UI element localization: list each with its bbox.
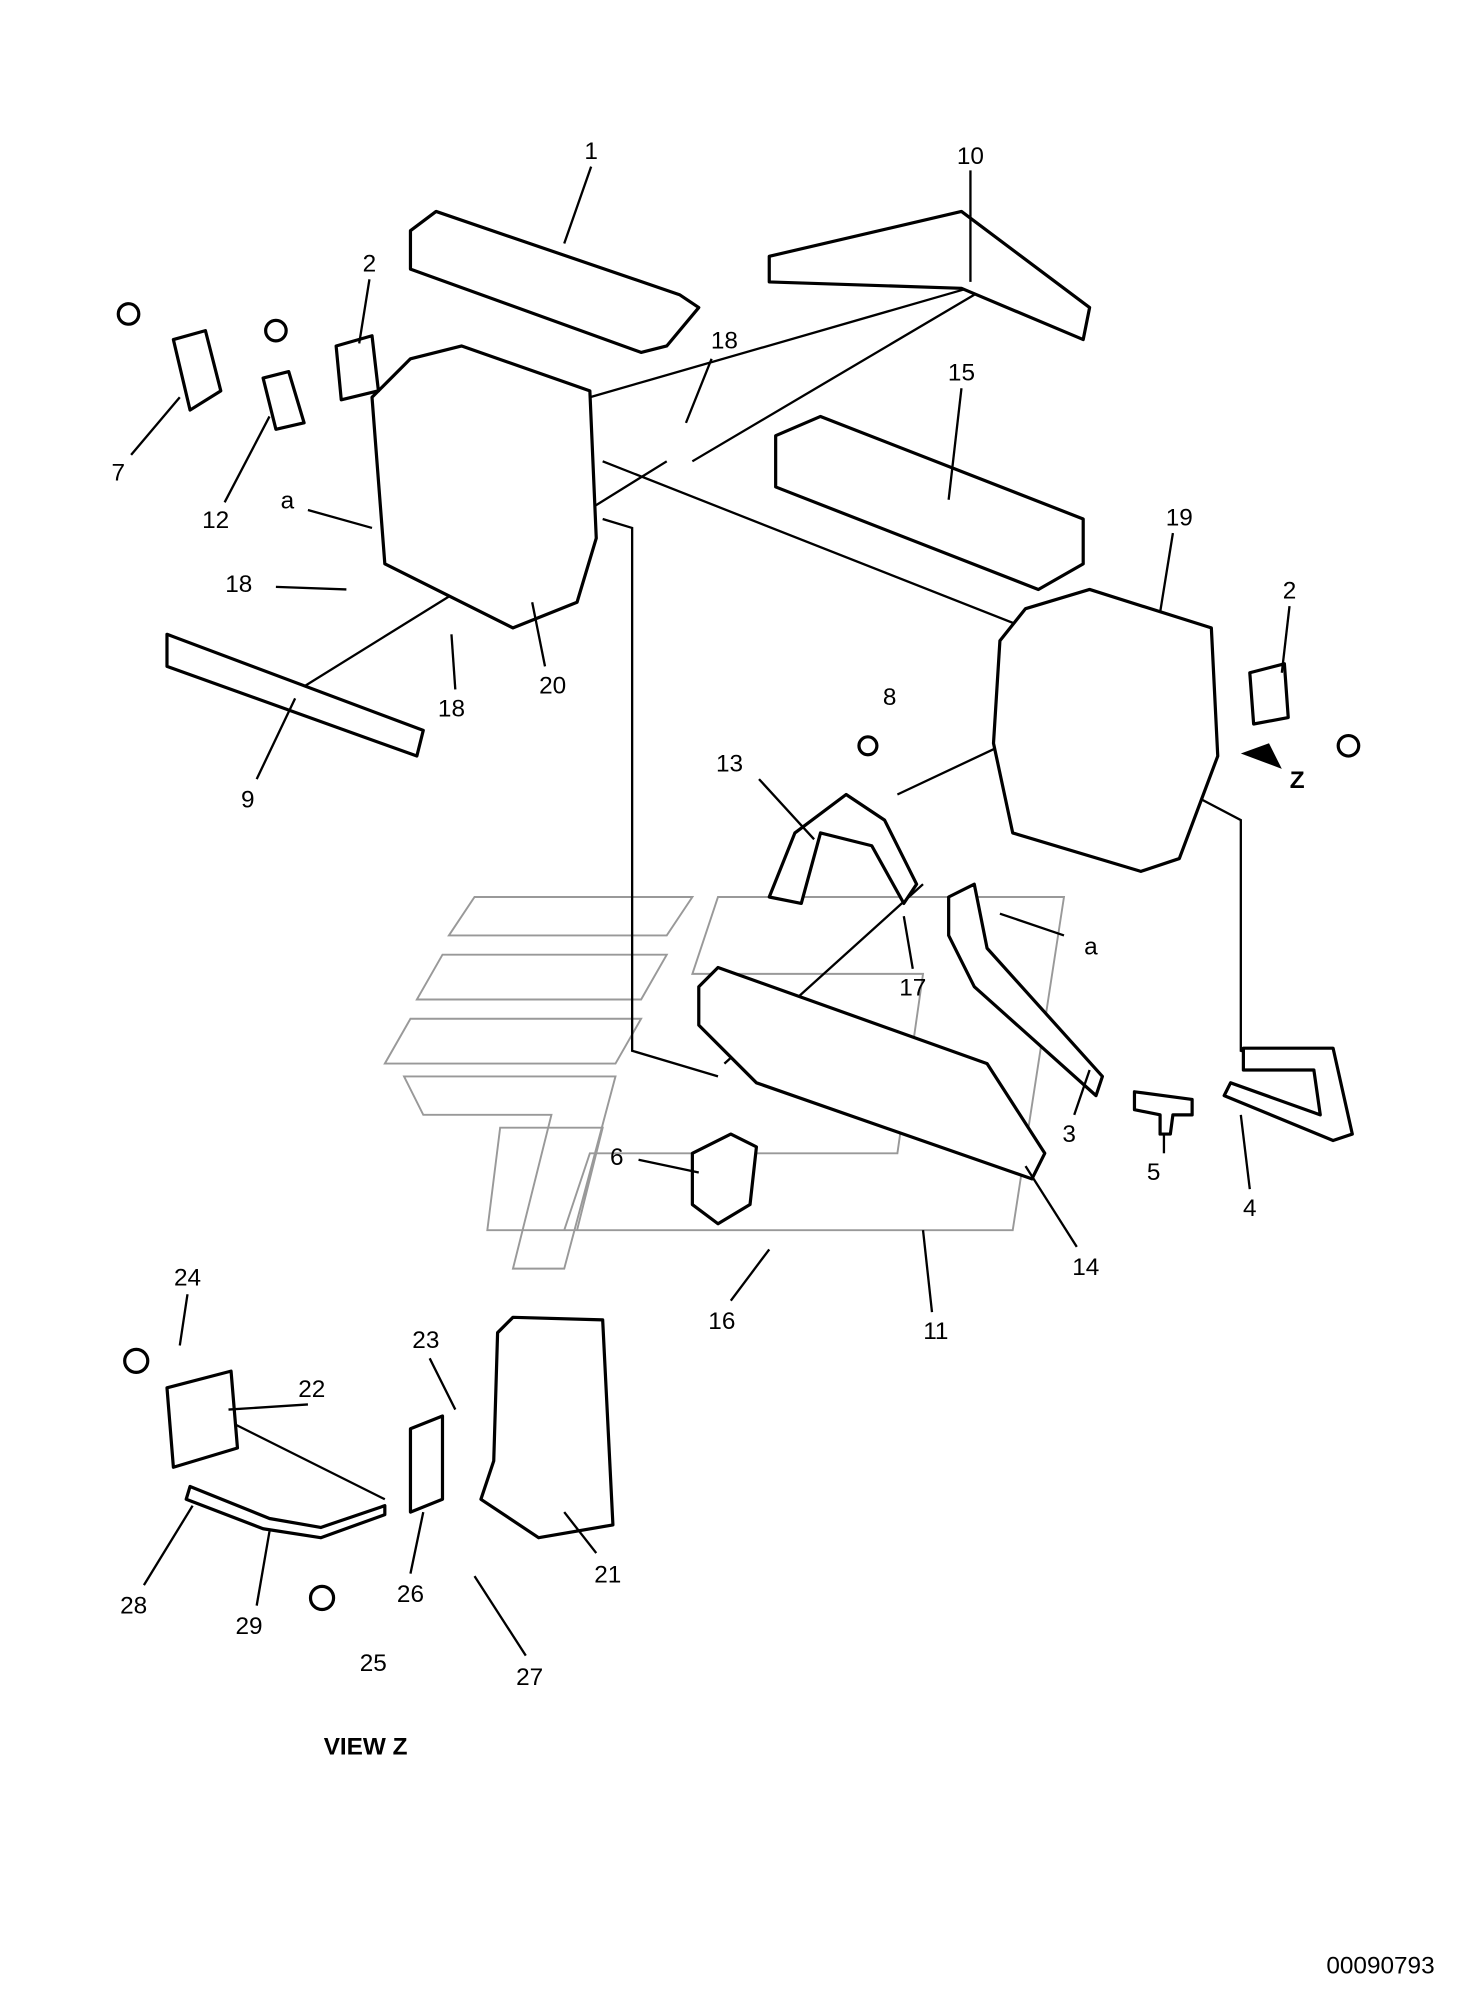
callout-11: 11: [923, 1318, 948, 1345]
part-lever-26: [408, 1414, 445, 1514]
part-duct-1: [408, 209, 701, 354]
callout-14: 14: [1072, 1254, 1099, 1281]
callout-16: 16: [708, 1308, 735, 1335]
part-hose-3: [947, 882, 1105, 1098]
callout-24: 24: [174, 1264, 201, 1291]
bolt-25: [308, 1584, 336, 1612]
callout-20: 20: [539, 672, 566, 699]
bolt-7: [116, 302, 141, 326]
view-z-label: VIEW Z: [324, 1733, 408, 1760]
part-valve-6: [690, 1132, 759, 1226]
callout-19: 19: [1166, 504, 1193, 531]
callout-27: 27: [516, 1664, 543, 1691]
part-seal-10: [767, 209, 1092, 342]
bolt-24: [123, 1347, 150, 1375]
callout-25: 25: [360, 1650, 387, 1677]
callout-12: 12: [202, 507, 229, 534]
callout-23: 23: [412, 1327, 439, 1354]
callout-2: 2: [1283, 577, 1297, 604]
part-bracket-2-right: [1248, 662, 1290, 726]
callout-17: 17: [899, 975, 926, 1002]
callout-2: 2: [363, 251, 377, 278]
callout-13: 13: [716, 750, 743, 777]
part-seal-9: [165, 632, 425, 758]
bolt-2-left: [264, 318, 288, 343]
callout-a: a: [1084, 934, 1098, 961]
part-wire-13: [767, 792, 919, 906]
connection-lines: [230, 287, 1283, 1501]
parts: [116, 209, 1361, 1612]
part-case-right-19: [991, 587, 1220, 873]
callout-9: 9: [241, 786, 255, 813]
part-rod-29: [184, 1484, 387, 1540]
arrow-z: [1240, 743, 1282, 769]
callout-18: 18: [438, 695, 465, 722]
callout-8: 8: [883, 684, 897, 711]
part-tee-5: [1132, 1090, 1194, 1136]
callout-29: 29: [235, 1613, 262, 1640]
part-plate-22: [165, 1369, 240, 1469]
part-duct-21: [479, 1315, 615, 1540]
part-hose-4: [1222, 1046, 1354, 1143]
part-plate-7: [171, 329, 223, 412]
callout-10: 10: [957, 143, 984, 170]
drawing-number: 00090793: [1326, 1952, 1434, 1979]
callout-22: 22: [298, 1376, 325, 1403]
leader-lines: [130, 166, 1291, 1657]
watermark-logo: [383, 896, 1066, 1270]
part-case-left: [370, 344, 598, 630]
callout-a: a: [281, 488, 295, 515]
callout-18: 18: [711, 328, 738, 355]
part-heater-core-15: [774, 414, 1085, 592]
callout-labels: 1 10 2 18 15 7 12 a 19 2 18 20 18 8 9 13…: [112, 138, 1435, 1980]
callout-15: 15: [948, 360, 975, 387]
callout-4: 4: [1243, 1195, 1257, 1222]
part-pad-12: [261, 370, 306, 431]
callout-1: 1: [584, 138, 598, 165]
callout-3: 3: [1062, 1121, 1076, 1148]
part-evaporator-14: [697, 965, 1047, 1181]
callout-6: 6: [610, 1144, 624, 1171]
nut-8: [857, 735, 879, 757]
bolt-2-right: [1336, 733, 1361, 758]
callout-18: 18: [225, 571, 252, 598]
callout-26: 26: [397, 1581, 424, 1608]
callout-28: 28: [120, 1592, 147, 1619]
callout-5: 5: [1147, 1159, 1161, 1186]
callout-7: 7: [112, 460, 126, 487]
callout-21: 21: [594, 1562, 621, 1589]
view-z-marker: Z: [1290, 767, 1305, 794]
part-bracket-2-left: [334, 334, 381, 402]
